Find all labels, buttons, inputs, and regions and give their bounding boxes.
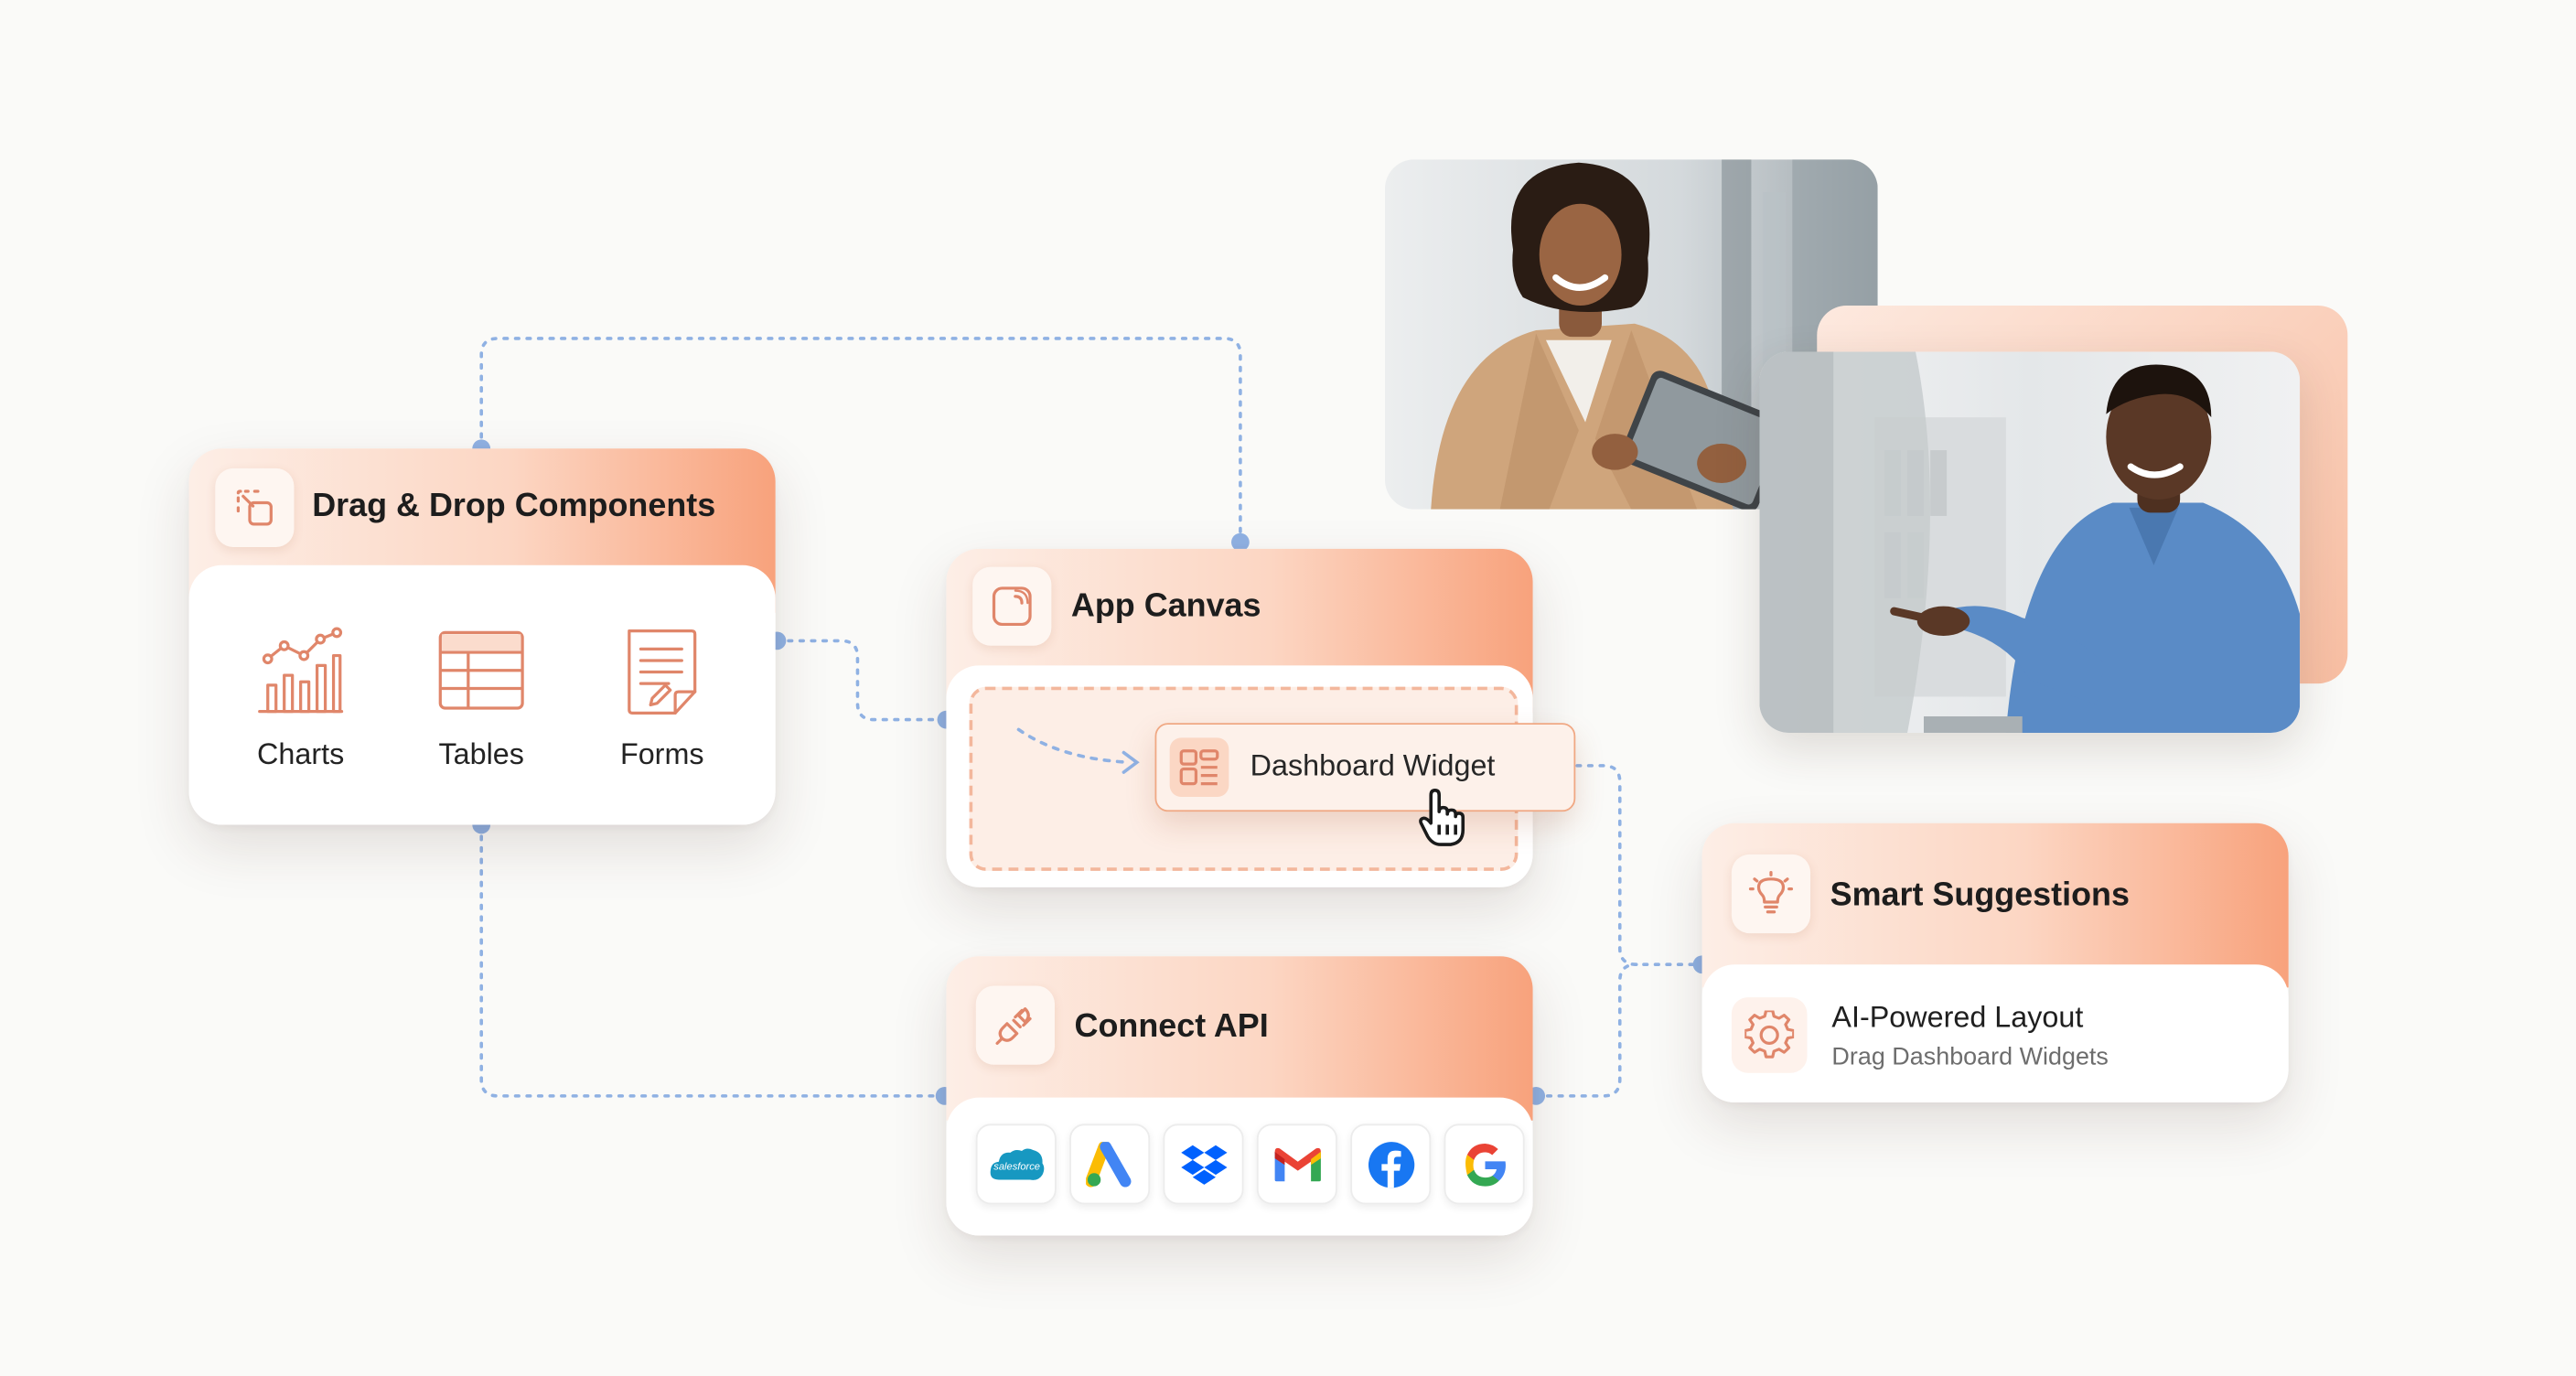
connector-api-to-suggestions [1534, 962, 1638, 1098]
dashboard-widget[interactable]: Dashboard Widget [1154, 723, 1576, 812]
app-canvas-icon [972, 566, 1052, 646]
drag-drop-components-card: Drag & Drop Components Charts [188, 448, 776, 825]
hand-cursor-icon [1419, 789, 1465, 846]
google-ads-logo-icon[interactable] [1069, 1123, 1151, 1205]
dropbox-logo-icon[interactable] [1163, 1123, 1244, 1205]
integration-logos: salesforce [975, 1123, 1525, 1206]
card-title: Drag & Drop Components [312, 488, 716, 524]
connector-widget-to-suggestions [1575, 764, 1704, 966]
suggestion-subtitle: Drag Dashboard Widgets [1831, 1043, 2109, 1071]
card-title: Smart Suggestions [1830, 877, 2130, 914]
salesforce-logo-icon[interactable]: salesforce [975, 1123, 1057, 1205]
gmail-logo-icon[interactable] [1256, 1123, 1337, 1205]
facebook-logo-icon[interactable] [1350, 1123, 1432, 1205]
connector-dragdrop-to-api [479, 822, 947, 1098]
component-label: Forms [619, 737, 704, 771]
google-logo-icon[interactable] [1444, 1123, 1525, 1205]
line-chart-icon [258, 627, 344, 714]
plug-icon [975, 985, 1055, 1065]
drag-arrow [1016, 727, 1140, 774]
connector-dragdrop-to-canvas [775, 639, 949, 722]
drag-drop-icon [215, 468, 295, 548]
connect-api-card: Connect API salesforce [946, 956, 1533, 1236]
dashboard-widget-label: Dashboard Widget [1250, 748, 1496, 782]
photo-man-pointing-at-screen [1759, 351, 2301, 733]
lightbulb-icon [1731, 854, 1811, 934]
svg-text:salesforce: salesforce [993, 1161, 1039, 1172]
dashboard-widget-icon [1169, 737, 1229, 798]
photo-woman-with-tablet [1384, 159, 1878, 510]
table-icon [438, 630, 524, 710]
smart-suggestions-card: Smart Suggestions AI-Powered Layout Drag… [1701, 822, 2289, 1103]
component-forms[interactable]: Forms [584, 626, 741, 772]
card-title: Connect API [1074, 1008, 1269, 1046]
gear-icon [1731, 997, 1808, 1073]
suggestion-title: AI-Powered Layout [1831, 1000, 2084, 1034]
component-label: Tables [438, 737, 524, 771]
card-body [188, 564, 776, 825]
component-label: Charts [257, 737, 345, 771]
component-tables[interactable]: Tables [402, 626, 560, 772]
app-canvas-card: App Canvas Dashboard Widget [946, 548, 1576, 887]
component-charts[interactable]: Charts [221, 626, 379, 772]
form-document-icon [628, 629, 697, 715]
card-title: App Canvas [1070, 587, 1261, 625]
